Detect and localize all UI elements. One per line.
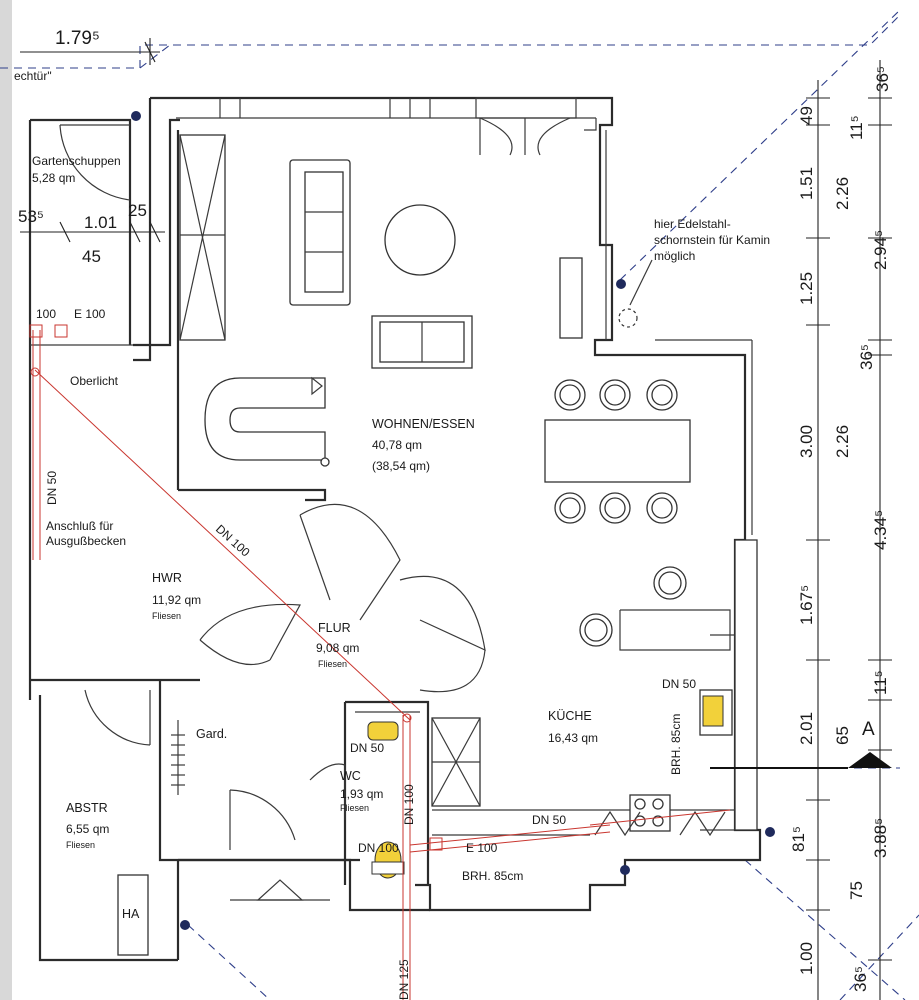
room-floor-hwr: Fliesen	[152, 611, 181, 621]
dim-r-125: 1.25	[797, 272, 816, 305]
dim-rr-365-mid: 36⁵	[857, 344, 876, 370]
dim-rr-115-mid: 11⁵	[871, 670, 890, 695]
pipe-label-dn100-diag: DN 100	[213, 522, 253, 560]
pipe-label-dn50-kueche-top: DN 50	[662, 677, 696, 691]
dim-rr-3885: 3.88⁵	[871, 818, 890, 858]
room-name-gard: Gard.	[196, 727, 227, 741]
section-arrow	[848, 752, 892, 768]
room-area-flur: 9,08 qm	[316, 641, 359, 655]
dim-left-53: 53⁵	[18, 207, 44, 226]
room-name-abstr: ABSTR	[66, 801, 108, 815]
pipe-label-dn100-wc-low: DN 100	[358, 841, 399, 855]
dim-r-300: 3.00	[797, 425, 816, 458]
label-ha: HA	[122, 907, 140, 921]
roof-outline-dashed	[0, 9, 919, 1000]
notes: Oberlicht Anschluß für Ausgußbecken hier…	[14, 69, 875, 883]
pipe-label-dn50-kueche-bottom: DN 50	[532, 813, 566, 827]
dim-r-815: 81⁵	[789, 826, 808, 852]
dim-rr-4345: 4.34⁵	[871, 510, 890, 550]
doors	[59, 97, 577, 901]
dim-rr-65: 65	[833, 726, 852, 745]
dim-r-75: 75	[847, 881, 866, 900]
section-label-a: A	[862, 719, 875, 740]
pipe-label-dn50-left: DN 50	[45, 471, 59, 505]
note-brh-unten: BRH. 85cm	[462, 869, 523, 883]
room-area-kueche: 16,43 qm	[548, 731, 598, 745]
dim-rr-2945: 2.94⁵	[871, 230, 890, 270]
dimension-labels: 1.79⁵ 53⁵ 1.01 25 45 49 1.51 1.25 3.00 1…	[18, 28, 892, 992]
corner-markers	[131, 111, 775, 930]
dim-rr-226-a: 2.26	[833, 177, 852, 210]
room-area-hwr: 11,92 qm	[152, 593, 201, 607]
room-area-abstr: 6,55 qm	[66, 822, 109, 836]
furniture	[117, 134, 758, 956]
dim-rr-115-top: 11⁵	[847, 115, 866, 140]
note-brh-kueche: BRH. 85cm	[669, 714, 683, 775]
room-name-kueche: KÜCHE	[548, 709, 592, 723]
pipe-label-100: 100	[36, 307, 56, 321]
note-schornstein-2: schornstein für Kamin	[654, 233, 770, 247]
dim-r-151: 1.51	[797, 167, 816, 200]
pipe-label-dn50-wc: DN 50	[350, 741, 384, 755]
note-anschluss-2: Ausgußbecken	[46, 534, 126, 548]
drain-pipes	[29, 324, 731, 1000]
dim-r-100: 1.00	[797, 942, 816, 975]
note-schornstein-1: hier Edelstahl-	[654, 217, 731, 231]
dim-left-101: 1.01	[84, 213, 117, 232]
note-tuer: echtür"	[14, 69, 52, 83]
note-anschluss-1: Anschluß für	[46, 519, 113, 533]
room-area-gartenschuppen: 5,28 qm	[32, 171, 75, 185]
dim-rr-365-top: 36⁵	[873, 66, 892, 92]
dimension-lines	[20, 38, 892, 1000]
room-area-wohnen: 40,78 qm	[372, 438, 422, 452]
pipe-label-dn100-wc-vert: DN 100	[402, 784, 416, 825]
room-name-gartenschuppen: Gartenschuppen	[32, 154, 121, 168]
dim-left-45: 45	[82, 247, 101, 266]
pipe-label-dn125: DN 125	[397, 959, 411, 1000]
note-oberlicht: Oberlicht	[70, 374, 119, 388]
room-floor-wc: Fliesen	[340, 803, 369, 813]
dim-r-49: 49	[797, 106, 816, 125]
dim-top-left: 1.79⁵	[55, 28, 100, 49]
room-name-wc: WC	[340, 769, 361, 783]
note-schornstein-3: möglich	[654, 249, 695, 263]
dim-rr-226-b: 2.26	[833, 425, 852, 458]
room-labels: WOHNEN/ESSEN 40,78 qm (38,54 qm) KÜCHE 1…	[32, 154, 598, 921]
room-area-wc: 1,93 qm	[340, 787, 383, 801]
room-floor-abstr: Fliesen	[66, 840, 95, 850]
pipe-label-e100-bottom: E 100	[466, 841, 498, 855]
dim-left-25: 25	[128, 201, 147, 220]
room-floor-flur: Fliesen	[318, 659, 347, 669]
scan-edge	[0, 0, 12, 1000]
room-name-wohnen: WOHNEN/ESSEN	[372, 417, 475, 431]
room-name-flur: FLUR	[318, 621, 351, 635]
pipe-label-e100: E 100	[74, 307, 106, 321]
dim-rr-365-bottom: 36⁵	[851, 966, 870, 992]
dim-r-201: 2.01	[797, 712, 816, 745]
room-name-hwr: HWR	[152, 571, 182, 585]
room-area-net-wohnen: (38,54 qm)	[372, 459, 430, 473]
dim-r-1675: 1.67⁵	[797, 585, 816, 625]
